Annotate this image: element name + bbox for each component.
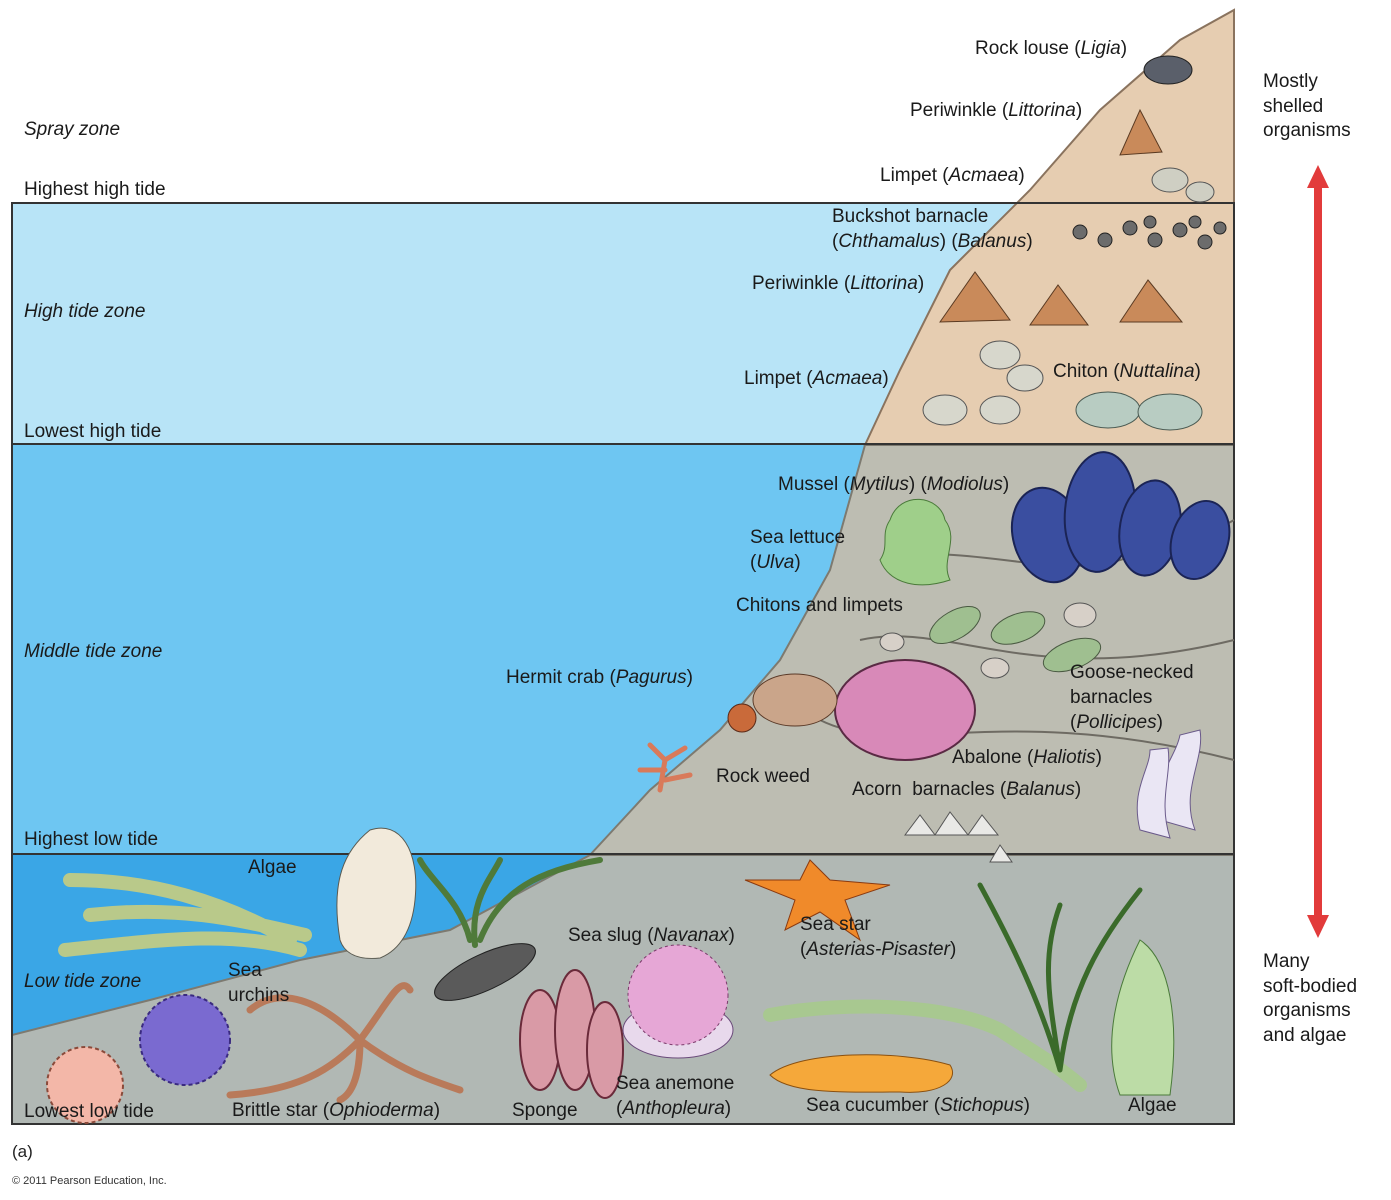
label-sea-urchins-2: urchins <box>228 985 290 1006</box>
label-limpet-high: Limpet (Acmaea) <box>744 368 889 389</box>
limpet-icon <box>879 632 905 652</box>
periwinkle-icon <box>1029 284 1089 326</box>
limpet-icon <box>1185 181 1215 203</box>
gradient-arrow-up-icon <box>1307 165 1329 188</box>
diagram-frame <box>11 202 1235 1125</box>
label-algae-top: Algae <box>248 857 297 878</box>
side-bottom-line-2: soft-bodied <box>1263 975 1358 997</box>
chiton-icon <box>990 611 1046 645</box>
sea-slug-icon <box>434 943 536 1001</box>
gradient-arrow-down-icon <box>1307 915 1329 938</box>
brittle-star-icon <box>226 982 464 1104</box>
limpet-icon <box>1006 364 1044 392</box>
label-periwinkle-spray: Periwinkle (Littorina) <box>910 100 1083 121</box>
label-periwinkle-high: Periwinkle (Littorina) <box>752 273 925 294</box>
label-limpet-spray: Limpet (Acmaea) <box>880 165 1025 186</box>
side-bottom-line-4: and algae <box>1263 1025 1347 1047</box>
label-abalone: Abalone (Haliotis) <box>952 747 1102 768</box>
chiton-icon <box>1042 637 1102 673</box>
side-bottom-line-1: Many <box>1263 951 1310 972</box>
limpet-icon <box>980 657 1010 679</box>
periwinkle-icon <box>1119 108 1163 156</box>
zone-label-middle: Middle tide zone <box>24 641 163 662</box>
buckshot-barnacle-cluster-icon <box>1072 215 1227 250</box>
label-buckshot-barnacle: Buckshot barnacle <box>832 206 989 227</box>
zone-label-low: Low tide zone <box>24 971 142 992</box>
limpet-icon <box>979 340 1021 370</box>
label-sea-star: Sea star <box>800 914 871 935</box>
chiton-icon <box>1075 391 1141 429</box>
periwinkle-icon <box>1119 279 1184 323</box>
sea-star-icon <box>744 859 891 942</box>
side-top-line-2: shelled <box>1263 95 1324 117</box>
abalone-icon <box>834 659 976 761</box>
label-sea-star-genus: (Asterias-Pisaster) <box>800 939 957 960</box>
zone-label-spray: Spray zone <box>24 119 121 140</box>
label-mussel: Mussel (Mytilus) (Modiolus) <box>778 474 1010 495</box>
figure-label: (a) <box>12 1142 33 1161</box>
mussel-cluster-icon <box>1010 451 1231 584</box>
label-sea-lettuce-genus: (Ulva) <box>750 552 801 573</box>
hermit-crab-icon <box>727 673 838 733</box>
label-sea-slug: Sea slug (Navanax) <box>568 925 735 946</box>
rock-weed-icon <box>637 742 693 793</box>
goose-necked-barnacle-icon <box>1136 729 1202 839</box>
label-brittle-star: Brittle star (Ophioderma) <box>232 1100 441 1121</box>
side-label-top: Mostly shelled organisms <box>1263 70 1351 144</box>
label-sea-lettuce: Sea lettuce <box>750 527 846 548</box>
side-bottom-line-3: organisms <box>1263 1000 1351 1022</box>
chiton-icon <box>929 605 981 645</box>
sea-cucumber-icon <box>769 1054 953 1093</box>
side-top-line-3: organisms <box>1263 120 1351 142</box>
label-goose-necked-2: barnacles <box>1070 687 1153 708</box>
limpet-icon <box>922 394 968 426</box>
label-sponge: Sponge <box>512 1100 578 1121</box>
label-hermit-crab: Hermit crab (Pagurus) <box>506 667 693 688</box>
label-sea-urchins-1: Sea <box>228 960 262 981</box>
label-sea-anemone-genus: (Anthopleura) <box>616 1098 732 1119</box>
side-label-bottom: Many soft-bodied organisms and algae <box>1263 950 1357 1049</box>
zone-label-high: High tide zone <box>24 301 146 322</box>
zone-label-lowest-high-tide: Lowest high tide <box>24 421 162 442</box>
label-chitons-limpets: Chitons and limpets <box>736 595 903 616</box>
feathery-algae-icon <box>977 882 1143 1073</box>
kelp-algae-icon <box>58 873 312 957</box>
label-rock-weed: Rock weed <box>716 766 810 787</box>
limpet-icon <box>1063 602 1097 628</box>
chiton-icon <box>1137 393 1203 431</box>
limpet-icon <box>979 395 1021 425</box>
sea-urchin-icon <box>139 994 231 1086</box>
label-algae-bottom: Algae <box>1128 1095 1177 1116</box>
label-sea-cucumber: Sea cucumber (Stichopus) <box>806 1095 1030 1116</box>
label-sea-anemone: Sea anemone <box>616 1073 735 1094</box>
sea-urchin-icon <box>46 1046 124 1124</box>
sponge-icon <box>519 969 624 1099</box>
label-buckshot-genus: (Chthamalus) (Balanus) <box>832 231 1033 252</box>
limpet-icon <box>1151 167 1189 193</box>
rock-louse-icon <box>1143 55 1193 85</box>
zone-label-highest-low-tide: Highest low tide <box>24 829 159 850</box>
label-goose-necked-1: Goose-necked <box>1070 662 1194 683</box>
acorn-barnacle-icon <box>904 811 1013 863</box>
label-chiton: Chiton (Nuttalina) <box>1053 361 1201 382</box>
side-top-line-1: Mostly <box>1263 71 1318 92</box>
zone-label-lowest-low-tide: Lowest low tide <box>24 1101 154 1122</box>
label-acorn-barnacles: Acorn barnacles (Balanus) <box>852 779 1082 800</box>
algae-white-icon <box>336 827 417 959</box>
label-goose-necked-genus: (Pollicipes) <box>1070 712 1163 733</box>
sea-anemone-icon <box>622 944 734 1059</box>
eelgrass-algae-icon <box>417 857 603 948</box>
periwinkle-icon <box>939 271 1011 323</box>
copyright: © 2011 Pearson Education, Inc. <box>12 1175 167 1187</box>
label-rock-louse: Rock louse (Ligia) <box>975 38 1128 59</box>
sea-lettuce-icon <box>879 498 952 586</box>
sea-grass-algae-icon <box>763 999 1087 1092</box>
leafy-algae-icon <box>1111 939 1175 1096</box>
zone-label-highest-high-tide: Highest high tide <box>24 179 166 200</box>
